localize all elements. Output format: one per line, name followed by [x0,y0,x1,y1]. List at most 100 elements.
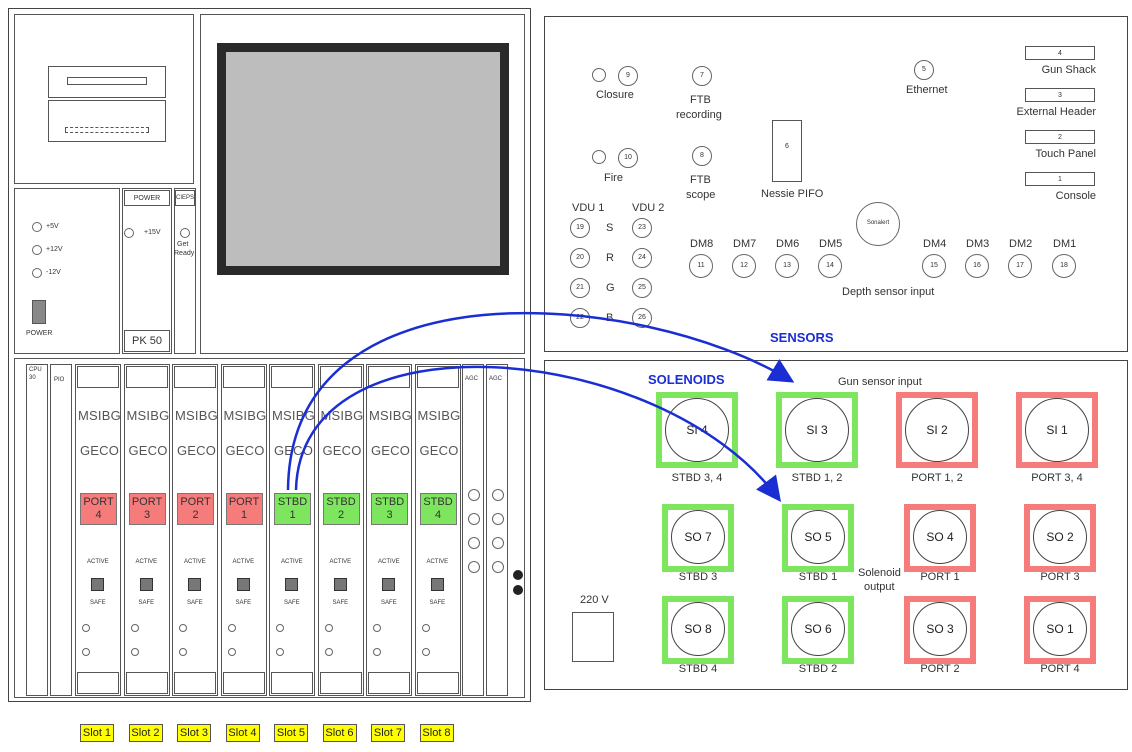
psu-v3: -12V [46,269,61,276]
ftb-recording-connector: 7 [692,66,712,86]
card-top-handle [271,366,313,388]
power-switch[interactable] [32,300,46,324]
rack-card [172,364,218,696]
solenoid-sub-label: STBD 3 [678,571,718,583]
card-bottom-handle [222,672,265,694]
gun-sensor-label: Gun sensor input [838,376,922,388]
badge-line1: STBD [374,496,405,508]
card-lamp [227,648,236,656]
card-mid-label: GECO [274,443,314,458]
safe-label: SAFE [429,600,446,606]
solenoid-circle: SO 1 [1033,602,1087,656]
active-label: ACTIVE [378,559,400,565]
card-rack [14,358,525,698]
slot-tag: Slot 8 [419,724,454,742]
active-label: ACTIVE [329,559,352,565]
card-top-handle [174,366,216,388]
psu-v2: +12V [46,246,63,253]
agc-lamp [468,489,480,501]
vdu1-connector: 21 [570,278,590,298]
fire-connector: 10 [618,148,638,168]
card-bottom-handle [416,672,459,694]
closure-lamp [592,68,606,82]
depth-module-connector: 13 [775,254,799,278]
rack-card [123,364,170,696]
depth-sensor-label: Depth sensor input [842,286,935,298]
card-top-handle [77,366,119,388]
depth-module-label: DM2 [1009,238,1033,250]
solenoid-socket: SO 8 [662,596,734,664]
depth-module-label: DM1 [1053,238,1077,250]
arm-switch[interactable] [285,578,298,591]
agc-lamp [468,537,480,549]
vdu2-connector: 23 [632,218,652,238]
card-bottom-handle [125,672,168,694]
card-lamp [179,624,187,632]
vdu-signal-label: S [606,222,614,234]
active-label: ACTIVE [232,559,255,565]
slot-tag: Slot 2 [128,724,163,742]
solenoid-sub-label: PORT 1 [920,571,960,583]
solenoid-socket: SO 5 [782,504,854,572]
pio-card [50,364,72,696]
pio-label: PIO [54,377,65,383]
agc-lamp [492,537,504,549]
solenoid-sub-label: STBD 4 [678,663,718,675]
arm-switch[interactable] [333,578,347,591]
sensor-sub-label: STBD 1, 2 [791,472,843,484]
card-lamp [82,648,90,656]
lamp-5v [32,222,42,232]
agc-lamp [492,489,504,501]
card-lamp [421,624,430,632]
safe-label: SAFE [138,600,155,606]
active-label: ACTIVE [87,559,109,565]
connector-label: Gun Shack [1041,64,1096,76]
sensor-circle: SI 1 [1025,398,1089,462]
active-label: ACTIVE [426,559,449,565]
vdu2-connector: 26 [632,308,652,328]
closure-connector: 9 [618,66,638,86]
ftb-scope-l1: FTB [690,174,711,186]
arm-switch[interactable] [188,578,201,591]
card-lamp [82,624,90,632]
vdu-signal-label: G [606,282,615,294]
badge-line2: 2 [192,509,199,521]
depth-module-connector: 15 [922,254,946,278]
card-top-handle [416,366,459,388]
card-lamp [421,648,430,656]
slot-tag: Slot 4 [225,724,260,742]
lamp-get-ready [180,228,190,238]
vdu2-connector: 25 [632,278,652,298]
card-lamp [179,648,187,656]
slot-tag: Slot 6 [322,724,357,742]
solenoid-output-l2: output [864,581,895,593]
arm-switch[interactable] [139,578,153,591]
closure-label: Closure [596,89,634,101]
agc-lamp [468,513,480,525]
nessie-connector: 6 [772,120,802,182]
arm-switch[interactable] [430,578,444,591]
agc-knob[interactable] [513,585,523,595]
solenoid-circle: SO 7 [671,510,725,564]
sensor-circle: SI 4 [665,398,729,462]
voltage-label: 220 V [580,594,609,606]
arm-switch[interactable] [236,578,250,591]
safe-label: SAFE [90,600,106,606]
drive-bay [14,14,194,184]
depth-module-connector: 14 [818,254,842,278]
agc-knob[interactable] [513,570,523,580]
depth-module-label: DM3 [966,238,990,250]
solenoid-socket: SO 2 [1024,504,1096,572]
arm-switch[interactable] [382,578,395,591]
sensor-circle: SI 3 [785,398,849,462]
solenoid-circle: SO 8 [671,602,725,656]
solenoid-socket: SO 6 [782,596,854,664]
gun-sensor-socket: SI 3 [776,392,858,468]
psu-v1: +5V [46,223,59,230]
safe-label: SAFE [284,600,300,606]
tape-drive [48,100,166,142]
solenoids-annotation: SOLENOIDS [648,372,725,387]
arm-switch[interactable] [91,578,104,591]
